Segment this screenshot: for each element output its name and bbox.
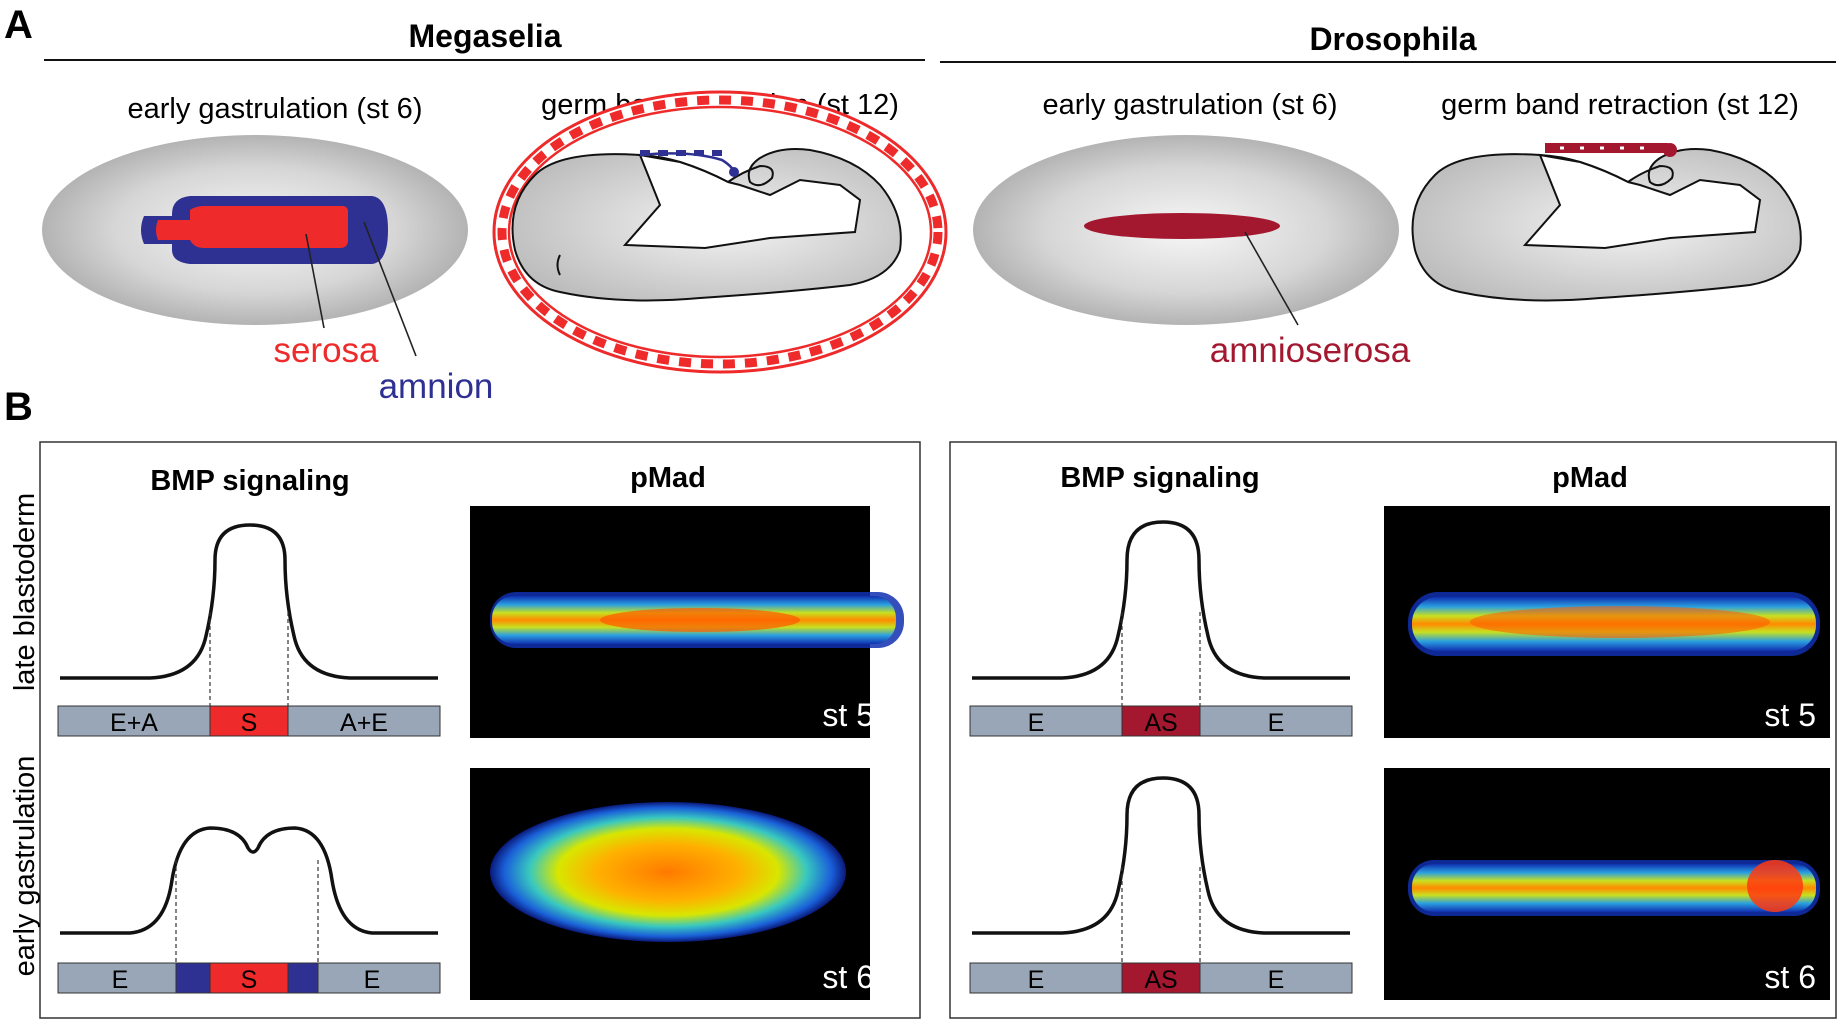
drosophila-bmp-title: BMP signaling xyxy=(1060,462,1259,494)
megaselia-bar-bottom-mid: S xyxy=(241,966,258,994)
drosophila-pmad-image-top xyxy=(1384,506,1830,738)
megaselia-pmad-image-top xyxy=(470,506,904,738)
drosophila-pmad-image-bottom xyxy=(1384,768,1830,1000)
drosophila-title: Drosophila xyxy=(1309,21,1476,57)
drosophila-bar-bottom-left: E xyxy=(1028,966,1045,994)
drosophila-early-embryo xyxy=(973,135,1399,326)
amnioserosa-region xyxy=(1084,213,1280,239)
drosophila-bmp-curve-top xyxy=(972,520,1350,706)
megaselia-bar-bottom-right: E xyxy=(364,966,381,994)
megaselia-stage-bottom: st 6 xyxy=(822,959,874,995)
megaselia-bar-top-mid: S xyxy=(241,709,258,737)
drosophila-stage-top: st 5 xyxy=(1764,697,1816,733)
megaselia-bar-top-left: E+A xyxy=(110,709,158,737)
drosophila-bar-top xyxy=(969,705,1353,737)
serosa-label: serosa xyxy=(273,331,379,370)
megaselia-late-embryo xyxy=(492,90,948,374)
drosophila-bar-bottom xyxy=(969,962,1353,994)
drosophila-stage-late: germ band retraction (st 12) xyxy=(1441,89,1799,121)
megaselia-stage-early: early gastrulation (st 6) xyxy=(128,93,423,125)
drosophila-bar-top-left: E xyxy=(1028,709,1045,737)
megaselia-pmad-image-bottom xyxy=(470,768,870,1000)
drosophila-bar-top-right: E xyxy=(1268,709,1285,737)
megaselia-pmad-title: pMad xyxy=(630,462,706,494)
drosophila-pmad-title: pMad xyxy=(1552,462,1628,494)
megaselia-bar-bottom xyxy=(57,962,441,994)
megaselia-stage-top: st 5 xyxy=(822,697,874,733)
drosophila-stage-bottom: st 6 xyxy=(1764,959,1816,995)
row-label-late-blastoderm: late blastoderm xyxy=(9,493,41,691)
drosophila-bar-top-mid: AS xyxy=(1144,709,1177,737)
amnion-label: amnion xyxy=(379,367,494,406)
megaselia-bmp-curve-top xyxy=(60,523,438,706)
megaselia-bmp-curve-bottom xyxy=(60,826,438,963)
megaselia-b-frame xyxy=(39,441,921,1019)
megaselia-bar-top xyxy=(57,705,441,737)
megaselia-title: Megaselia xyxy=(409,18,562,54)
amnioserosa-label: amnioserosa xyxy=(1210,331,1411,370)
megaselia-early-embryo xyxy=(42,135,468,357)
drosophila-bar-bottom-right: E xyxy=(1268,966,1285,994)
serosa-region xyxy=(156,206,348,248)
drosophila-bmp-curve-bottom xyxy=(972,776,1350,963)
drosophila-stage-early: early gastrulation (st 6) xyxy=(1043,89,1338,121)
panel-a-label: A xyxy=(4,3,33,47)
drosophila-late-embryo xyxy=(1411,143,1802,302)
megaselia-bar-bottom-left: E xyxy=(112,966,129,994)
megaselia-bar-top-right: A+E xyxy=(340,709,388,737)
drosophila-b-frame xyxy=(949,441,1837,1019)
megaselia-bmp-title: BMP signaling xyxy=(150,465,349,497)
row-label-early-gastrulation: early gastrulation xyxy=(9,756,41,977)
drosophila-bar-bottom-mid: AS xyxy=(1144,966,1177,994)
panel-b-label: B xyxy=(4,385,33,429)
